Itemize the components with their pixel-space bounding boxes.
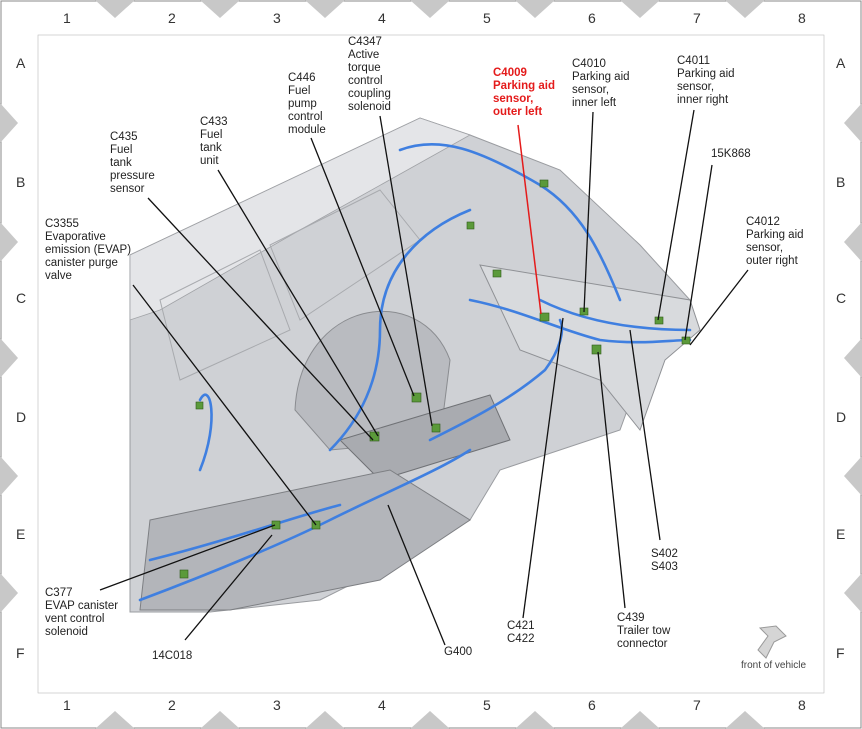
callout-c377: C377 EVAP canister vent control solenoid bbox=[45, 587, 119, 638]
callout-c421-c422: C421 C422 bbox=[507, 620, 535, 645]
grid-col-label: 8 bbox=[798, 10, 806, 26]
grid-col-label: 1 bbox=[63, 697, 71, 713]
grid-col-label: 7 bbox=[693, 10, 701, 26]
grid-col-label: 5 bbox=[483, 697, 491, 713]
grid-row-label: E bbox=[836, 526, 846, 542]
rear-bumper bbox=[479, 264, 701, 432]
grid-col-label: 6 bbox=[588, 10, 596, 26]
grid-col-label: 4 bbox=[378, 697, 386, 713]
grid-row-label: E bbox=[16, 526, 26, 542]
grid-col-label: 6 bbox=[588, 697, 596, 713]
callout-c4010: C4010 Parking aid sensor, inner left bbox=[572, 58, 630, 109]
callout-c435: C435 Fuel tank pressure sensor bbox=[110, 131, 155, 195]
grid-col-label: 2 bbox=[168, 697, 176, 713]
callout-c4009: C4009 Parking aid sensor, outer left bbox=[493, 67, 555, 118]
front-of-vehicle-label: front of vehicle bbox=[741, 660, 807, 671]
grid-col-label: 1 bbox=[63, 10, 71, 26]
grid-row-label: F bbox=[16, 645, 25, 661]
grid-col-label: 2 bbox=[168, 10, 176, 26]
fuel-tank bbox=[339, 394, 511, 481]
grid-col-label: 8 bbox=[798, 697, 806, 713]
grid-row-label: D bbox=[16, 409, 27, 425]
grid-col-label: 7 bbox=[693, 697, 701, 713]
callout-15k868: 15K868 bbox=[711, 148, 751, 160]
leader-line-highlight bbox=[517, 124, 542, 315]
wiring-harness bbox=[138, 142, 692, 602]
grid-col-label: 3 bbox=[273, 10, 281, 26]
callout-c4347: C4347 Active torque control coupling sol… bbox=[348, 36, 391, 113]
front-arrow-icon bbox=[757, 625, 787, 659]
grid-row-label: D bbox=[836, 409, 847, 425]
grid-row-label: B bbox=[836, 174, 846, 190]
callout-c3355: C3355 Evaporative emission (EVAP) canist… bbox=[45, 218, 132, 282]
vehicle-illustration bbox=[129, 117, 701, 613]
grid-row-label: A bbox=[836, 55, 846, 71]
inner-border bbox=[37, 34, 825, 694]
grid-col-label: 4 bbox=[378, 10, 386, 26]
callout-14c018: 14C018 bbox=[152, 650, 193, 662]
grid-row-label: A bbox=[16, 55, 26, 71]
grid-row-label: F bbox=[836, 645, 845, 661]
callout-s402-s403: S402 S403 bbox=[651, 548, 678, 573]
callout-c433: C433 Fuel tank unit bbox=[200, 116, 228, 167]
leader-lines bbox=[99, 109, 749, 646]
callout-c446: C446 Fuel pump control module bbox=[288, 72, 326, 136]
callout-g400: G400 bbox=[444, 646, 473, 658]
grid-col-label: 5 bbox=[483, 10, 491, 26]
callout-c4011: C4011 Parking aid sensor, inner right bbox=[677, 55, 735, 106]
underbody bbox=[139, 469, 471, 611]
callout-c4012: C4012 Parking aid sensor, outer right bbox=[746, 216, 804, 267]
grid-row-label: B bbox=[16, 174, 26, 190]
grid-row-label: C bbox=[16, 290, 27, 306]
callout-c439: C439 Trailer tow connector bbox=[617, 612, 671, 650]
grid-col-label: 3 bbox=[273, 697, 281, 713]
grid-row-label: C bbox=[836, 290, 847, 306]
